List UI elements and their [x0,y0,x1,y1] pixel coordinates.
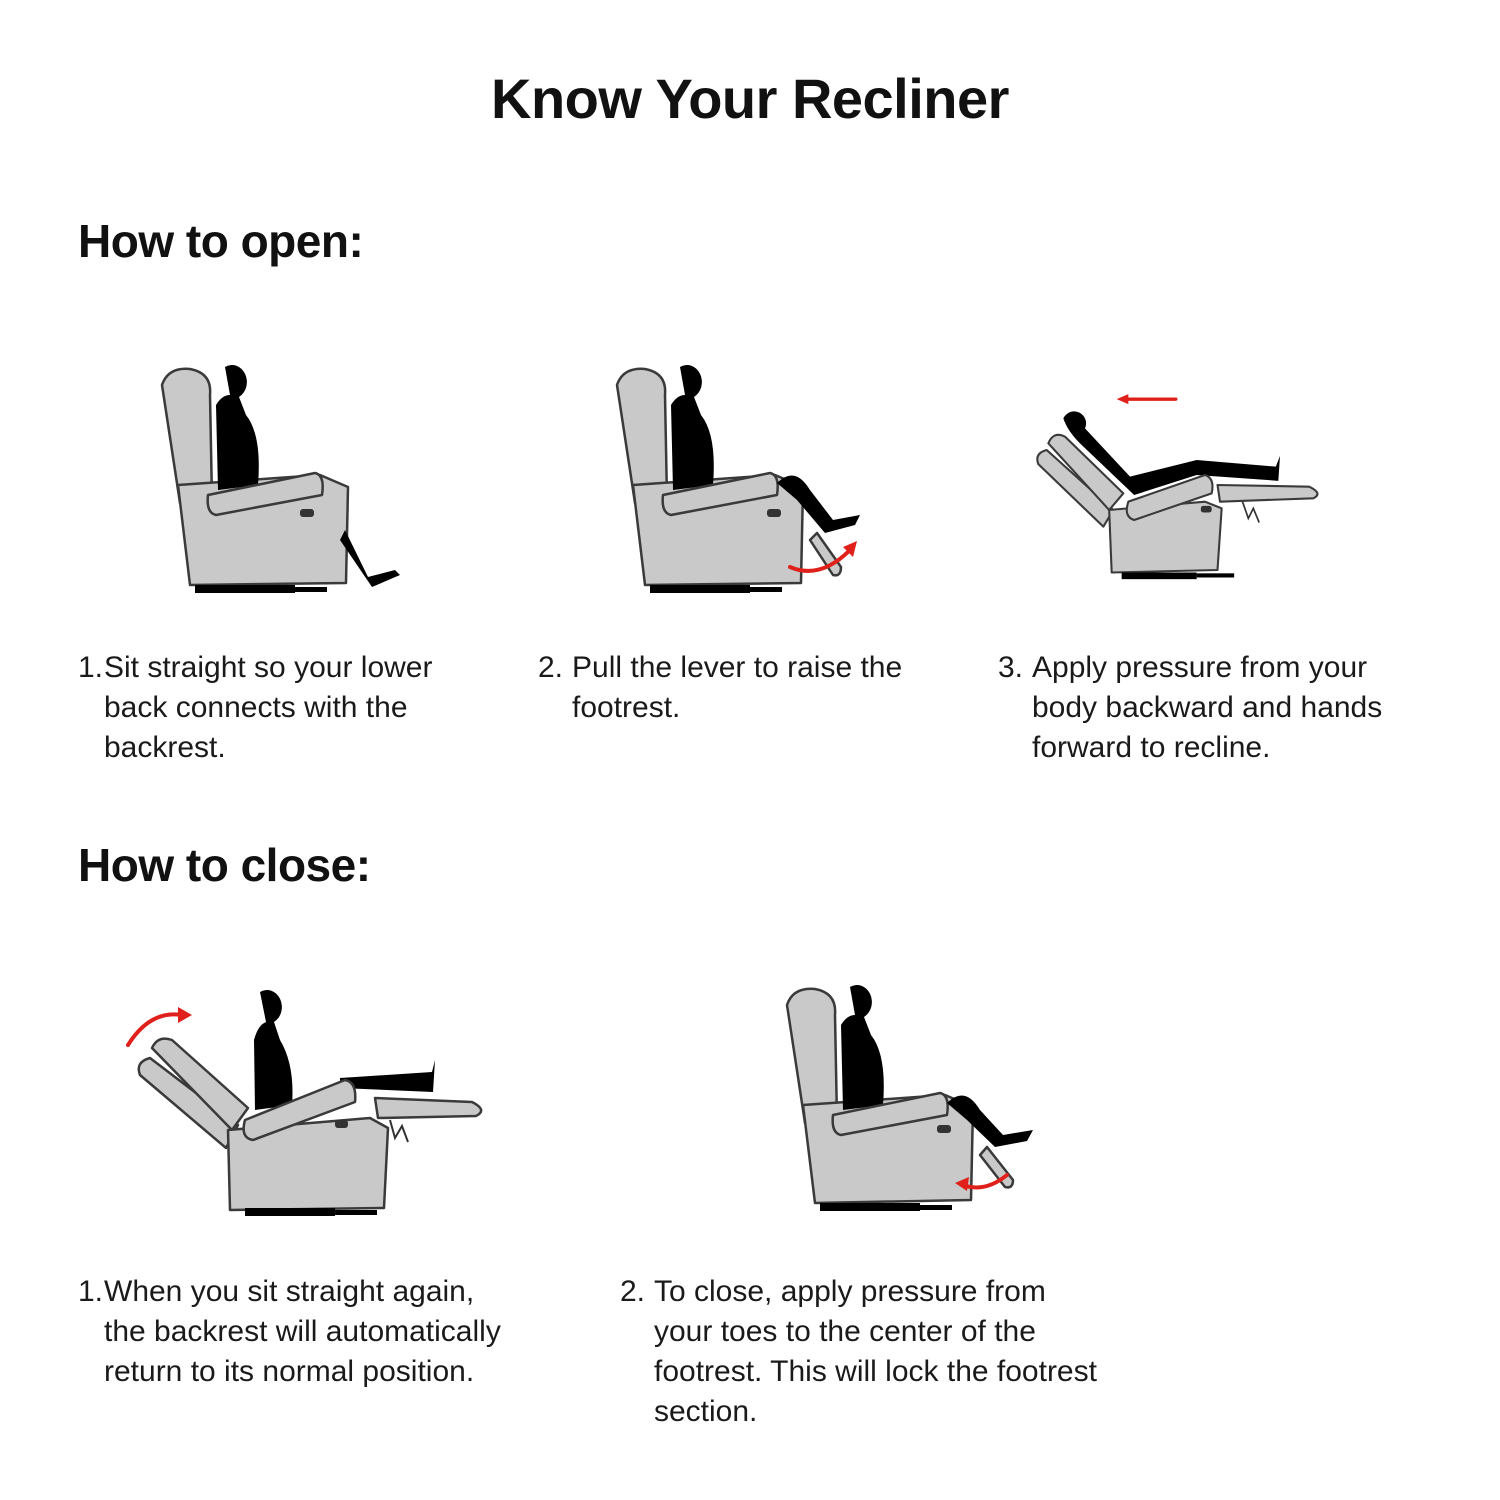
step-text: Pull the lever to raise the footrest. [572,651,903,724]
open-step-2: 2. Pull the lever to raise the footrest. [538,648,902,728]
step-number: 2. [538,651,564,684]
step-text: Sit straight so your lower back connects… [104,651,433,764]
illustration-close-step-1 [126,990,483,1216]
open-heading: How to open: [78,215,364,267]
step-number: 1. [78,1275,104,1308]
page-title: Know Your Recliner [491,67,1009,130]
illustration-open-step-1 [160,365,400,593]
close-step-1: 1. When you sit straight again, the back… [78,1272,501,1392]
step-number: 3. [998,651,1024,684]
step-number: 1. [78,651,104,684]
step-text: To close, apply pressure from your toes … [654,1275,1097,1428]
open-step-1: 1. Sit straight so your lower back conne… [78,648,432,768]
step-number: 2. [620,1275,646,1308]
illustration-close-step-2 [785,985,1033,1211]
illustration-open-step-3 [1036,394,1319,580]
step-text: Apply pressure from your body backward a… [1032,651,1383,764]
open-step-3: 3. Apply pressure from your body backwar… [998,648,1382,768]
step-text: When you sit straight again, the backres… [104,1275,501,1388]
illustration-open-step-2 [615,365,860,593]
close-heading: How to close: [78,839,371,891]
close-step-2: 2. To close, apply pressure from your to… [620,1272,1097,1432]
